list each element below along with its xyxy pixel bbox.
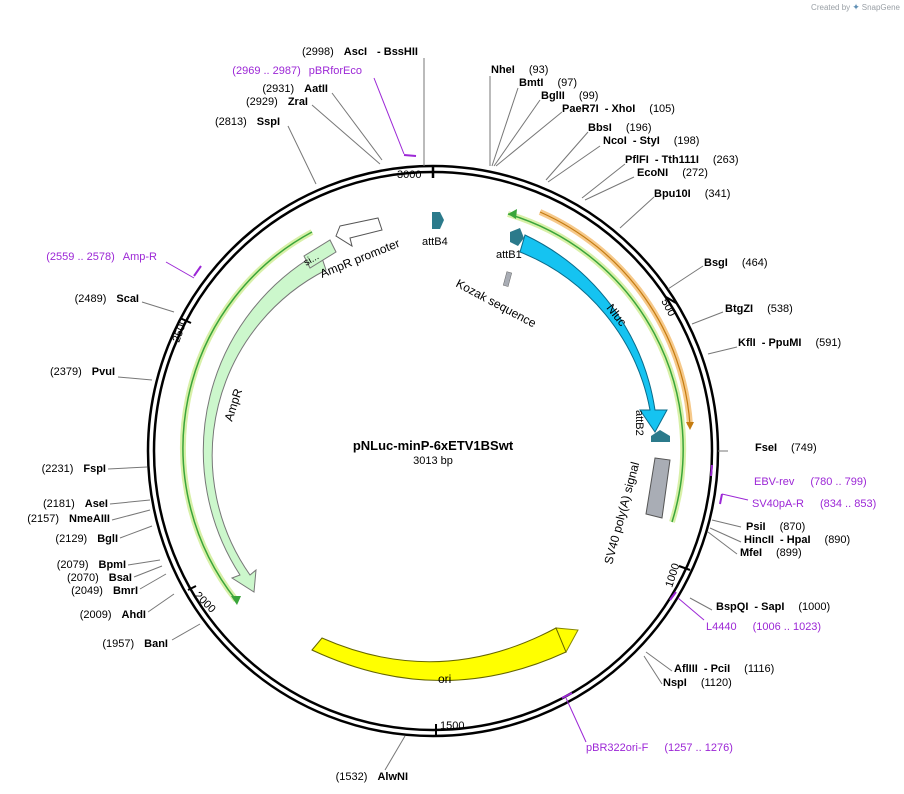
site-paer7i-xhoi: PaeR7I- XhoI(105) xyxy=(562,103,675,115)
site-psii: PsiI(870) xyxy=(746,521,805,533)
ampr-label: AmpR xyxy=(222,387,246,423)
snapgene-credit: Created by ✦ SnapGene xyxy=(811,2,900,13)
site-bmri: (2049)BmrI xyxy=(71,585,138,597)
credit-brand: SnapGene xyxy=(861,3,900,12)
site-bgli: (2129)BglI xyxy=(55,533,118,545)
site-nspi: NspI(1120) xyxy=(663,677,732,689)
sv40-label: SV40 poly(A) signal xyxy=(601,460,642,565)
tick-3000: 3000 xyxy=(397,169,421,181)
tick-1000: 1000 xyxy=(663,562,682,589)
plasmid-name: pNLuc-minP-6xETV1BSwt xyxy=(353,438,514,453)
site-bani: (1957)BanI xyxy=(102,638,168,650)
site-afliii-pcii: AflIII- PciI(1116) xyxy=(674,663,774,675)
site-zrai: (2929)ZraI xyxy=(246,96,308,108)
site-btgzi: BtgZI(538) xyxy=(725,303,793,315)
site-asci-bsshii: (2998)AscI- BssHII xyxy=(302,46,418,58)
primer-amp-r: (2559 .. 2578)Amp-R xyxy=(46,251,157,263)
site-alwni: (1532)AlwNI xyxy=(336,771,408,783)
site-sspi: (2813)SspI xyxy=(215,116,280,128)
site-kfli-ppumi: KflI- PpuMI(591) xyxy=(738,337,841,349)
site-nhei: NheI(93) xyxy=(491,64,548,76)
site-bpu10i: Bpu10I(341) xyxy=(654,188,730,200)
sv40-block xyxy=(645,457,671,519)
primer-ebv-rev: EBV-rev(780 .. 799) xyxy=(754,476,867,488)
attb2-arrow xyxy=(651,430,670,442)
ori-label: ori xyxy=(438,672,451,686)
left-site-labels: (2998)AscI- BssHII (2931)AatII (2929)Zra… xyxy=(27,46,418,783)
tick-1500: 1500 xyxy=(440,720,464,732)
primer-labels: (2969 .. 2987)pBRforEco (2559 .. 2578)Am… xyxy=(46,65,876,754)
site-ncoi-styi: NcoI- StyI(198) xyxy=(603,135,699,147)
site-asei: (2181)AseI xyxy=(43,498,108,510)
primer-pbrforeco: (2969 .. 2987)pBRforEco xyxy=(232,65,362,77)
site-aatii: (2931)AatII xyxy=(262,83,328,95)
site-ahdi: (2009)AhdI xyxy=(80,609,146,621)
site-fsei: FseI(749) xyxy=(755,442,817,454)
ampr-arrow xyxy=(202,251,327,593)
signal-block xyxy=(303,239,337,269)
attb2-label: attB2 xyxy=(633,410,645,436)
site-bbsi: BbsI(196) xyxy=(588,122,652,134)
site-hincii-hpai: HincII- HpaI(890) xyxy=(744,534,850,546)
site-bmti: BmtI(97) xyxy=(519,77,577,89)
left-leaders xyxy=(107,58,425,771)
right-leaders xyxy=(489,76,742,685)
plasmid-size: 3013 bp xyxy=(413,455,453,467)
attb1-label: attB1 xyxy=(496,249,522,261)
primer-l4440: L4440(1006 .. 1023) xyxy=(706,621,821,633)
site-pflfi-tth111i: PflFI- Tth111I(263) xyxy=(625,154,739,166)
site-econi: EcoNI(272) xyxy=(637,167,708,179)
site-bsai: (2070)BsaI xyxy=(67,572,132,584)
site-bglii: BglII(99) xyxy=(541,90,598,102)
attb4-label: attB4 xyxy=(422,236,448,248)
site-scai: (2489)ScaI xyxy=(75,293,139,305)
nluc-arrow xyxy=(519,234,668,433)
tick-2500: 2500 xyxy=(171,317,191,344)
site-bsgi: BsgI(464) xyxy=(704,257,768,269)
credit-prefix: Created by xyxy=(811,3,851,12)
kozak-marker xyxy=(502,271,513,287)
site-mfei: MfeI(899) xyxy=(740,547,802,559)
attb1-arrow xyxy=(510,228,524,246)
attb4-arrow xyxy=(432,212,444,229)
site-fspi: (2231)FspI xyxy=(42,463,106,475)
primer-sv40pa-r: SV40pA-R(834 .. 853) xyxy=(752,498,876,510)
site-bspqi-sapi: BspQI- SapI(1000) xyxy=(716,601,830,613)
site-pvui: (2379)PvuI xyxy=(50,366,115,378)
kozak-label: Kozak sequence xyxy=(454,276,539,330)
primer-pbr322ori-f: pBR322ori-F(1257 .. 1276) xyxy=(586,742,733,754)
site-bpmi: (2079)BpmI xyxy=(57,559,126,571)
ampr-promoter-arrow xyxy=(335,217,383,248)
snapgene-logo-icon: ✦ xyxy=(852,2,860,12)
primer-marks xyxy=(165,77,749,743)
site-nmeaiii: (2157)NmeAIII xyxy=(27,513,110,525)
right-site-labels: NheI(93) BmtI(97) BglII(99) PaeR7I- XhoI… xyxy=(491,64,850,689)
